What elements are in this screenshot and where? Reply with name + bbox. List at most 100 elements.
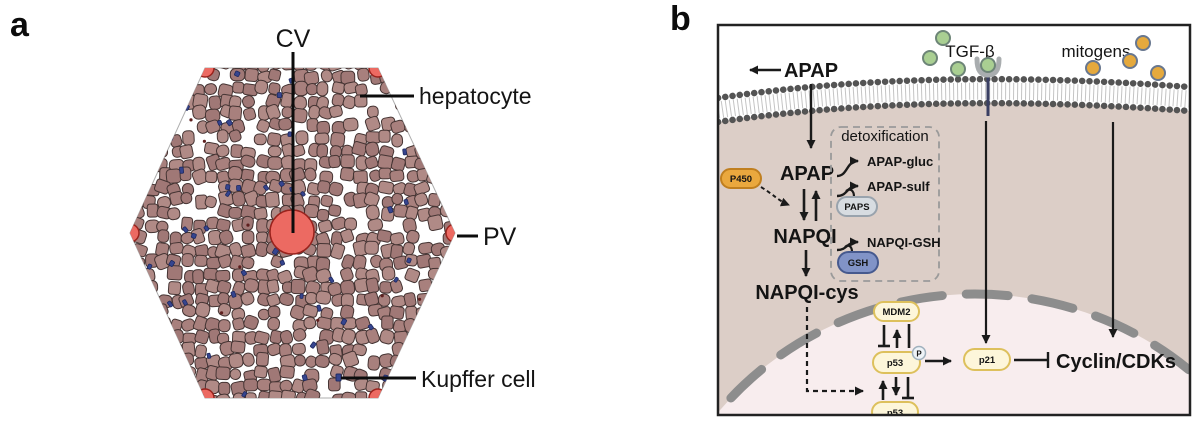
hepatocyte-cell: [304, 167, 317, 182]
mitogens-label: mitogens: [1062, 42, 1131, 61]
kupffer-cell-speck: [217, 119, 223, 126]
hepatocyte-cell: [268, 390, 283, 398]
hepatocyte-cell: [216, 218, 231, 232]
hepatocyte-cell: [244, 392, 257, 398]
cell-interior: APAP TGF-β mitogens APAP: [718, 30, 1190, 415]
hepatocyte-cell: [442, 193, 455, 206]
hepatocyte-cell: [132, 180, 146, 195]
hepatocyte-cell: [141, 166, 156, 182]
tissue-speck: [418, 297, 422, 301]
tgfb-ligand-bound: [980, 57, 996, 73]
hepatocyte-cell: [389, 305, 405, 320]
kupffer-cell-speck: [236, 184, 242, 192]
hepatocyte-cell: [154, 368, 168, 383]
hepatocyte-cell: [204, 83, 218, 96]
hepatocyte-cell: [133, 71, 146, 86]
kupffer-cell-speck: [225, 190, 231, 197]
hepatocyte-cell: [130, 94, 133, 110]
tissue-speck: [238, 265, 242, 269]
hepatocyte-cell: [232, 81, 245, 94]
hepatocyte-cell: [390, 156, 406, 172]
hepatocyte-cell: [366, 105, 379, 119]
hepatocyte-cell: [130, 108, 131, 124]
kupffer-cell-speck: [190, 232, 197, 239]
p53-phospho-label: p53: [887, 358, 903, 369]
tissue-speck: [189, 118, 193, 122]
p21-label: p21: [979, 355, 996, 366]
hepatocyte-cell: [154, 80, 168, 96]
hepatocyte-cell: [267, 156, 283, 170]
hepatocyte-cell: [166, 377, 180, 391]
hepatocyte-cell: [130, 243, 134, 258]
hepatocyte-cell: [354, 391, 368, 398]
hepatocyte-cell: [430, 156, 444, 169]
p21-pill: [963, 348, 1011, 371]
hepatocyte-cell: [154, 117, 168, 132]
p53-module: MDM2 p53 P p53: [871, 301, 1176, 415]
paps-branch: [845, 188, 856, 198]
hepatocyte-cell: [168, 68, 184, 70]
gsh-label: GSH: [848, 258, 869, 269]
kupffer-cell-speck: [203, 225, 210, 232]
hepatocyte-cell: [352, 343, 367, 357]
hepatocyte-cell: [440, 344, 455, 359]
hepatocyte-cell: [267, 132, 282, 147]
napqi-label: NAPQI: [773, 226, 836, 248]
hepatocyte-cell: [440, 131, 454, 146]
hepatocyte-cell: [266, 293, 281, 307]
hepatocyte-cell: [427, 132, 441, 145]
hepatocyte-cell: [427, 214, 444, 232]
portal-vein: [368, 388, 388, 398]
hepatocyte-cell: [130, 69, 134, 83]
hepatocyte-cell: [232, 392, 246, 398]
hepatocyte-cell: [378, 129, 391, 143]
hepatocyte-cell: [154, 95, 171, 112]
hepatocyte-cell: [166, 264, 183, 281]
nuclear-envelope: [718, 289, 1190, 415]
hepatocyte-cell: [145, 303, 161, 318]
hepatocyte-cell: [256, 119, 270, 133]
kupffer-cell-speck: [133, 394, 140, 398]
hepatocyte-cell: [165, 168, 182, 184]
mitogen-ligand: [1150, 65, 1166, 81]
hepatocyte-cell: [379, 68, 395, 69]
hepatocyte-cell: [208, 95, 222, 111]
hepatocyte-cell: [143, 119, 159, 137]
hepatocyte-cell: [314, 354, 330, 368]
cell-box-border: [716, 23, 1192, 417]
hepatocyte-cell: [418, 342, 432, 357]
hepatocyte-cell: [130, 306, 144, 323]
kupffer-cell-speck: [240, 269, 247, 277]
kupffer-cell-speck: [406, 257, 412, 264]
hepatocyte-cell: [130, 154, 136, 171]
apap-gluc-arrow: [836, 156, 859, 178]
hepatocyte-cell: [291, 342, 306, 356]
hepatocyte-cell: [229, 368, 242, 381]
hepatocyte-cell: [303, 316, 317, 330]
kupffer-cell-speck: [263, 184, 270, 191]
hepatocyte-cell: [215, 144, 230, 158]
hepatocyte-cell: [403, 68, 416, 72]
hepatocyte-cell: [153, 354, 169, 371]
hepatocyte-cell: [439, 68, 455, 73]
hepatocyte-cell: [389, 232, 405, 246]
hepatocyte-cell: [268, 68, 282, 82]
kupffer-cell-speck: [276, 92, 283, 99]
kupffer-cell-speck: [179, 166, 185, 174]
hepatocyte-cell: [380, 393, 396, 398]
gsh-branch: [844, 244, 854, 253]
napqi-gsh-label: NAPQI-GSH: [867, 235, 941, 250]
hepatocyte-cell: [367, 355, 381, 371]
hepatocyte-cell: [194, 329, 210, 345]
hepatocyte-cell: [230, 340, 246, 354]
mdm2-pill: [873, 301, 920, 322]
hepatocyte-cell: [130, 122, 131, 134]
hepatocyte-cell: [241, 256, 255, 270]
hepatocyte-cell: [170, 83, 184, 96]
hepatocyte-cell: [181, 68, 195, 70]
hepatocyte-cell: [130, 180, 132, 196]
phospho-badge: [911, 345, 927, 361]
p450-label: P450: [730, 174, 752, 185]
hepatocyte-cell: [204, 195, 217, 209]
kupffer-cell-speck: [448, 341, 454, 349]
